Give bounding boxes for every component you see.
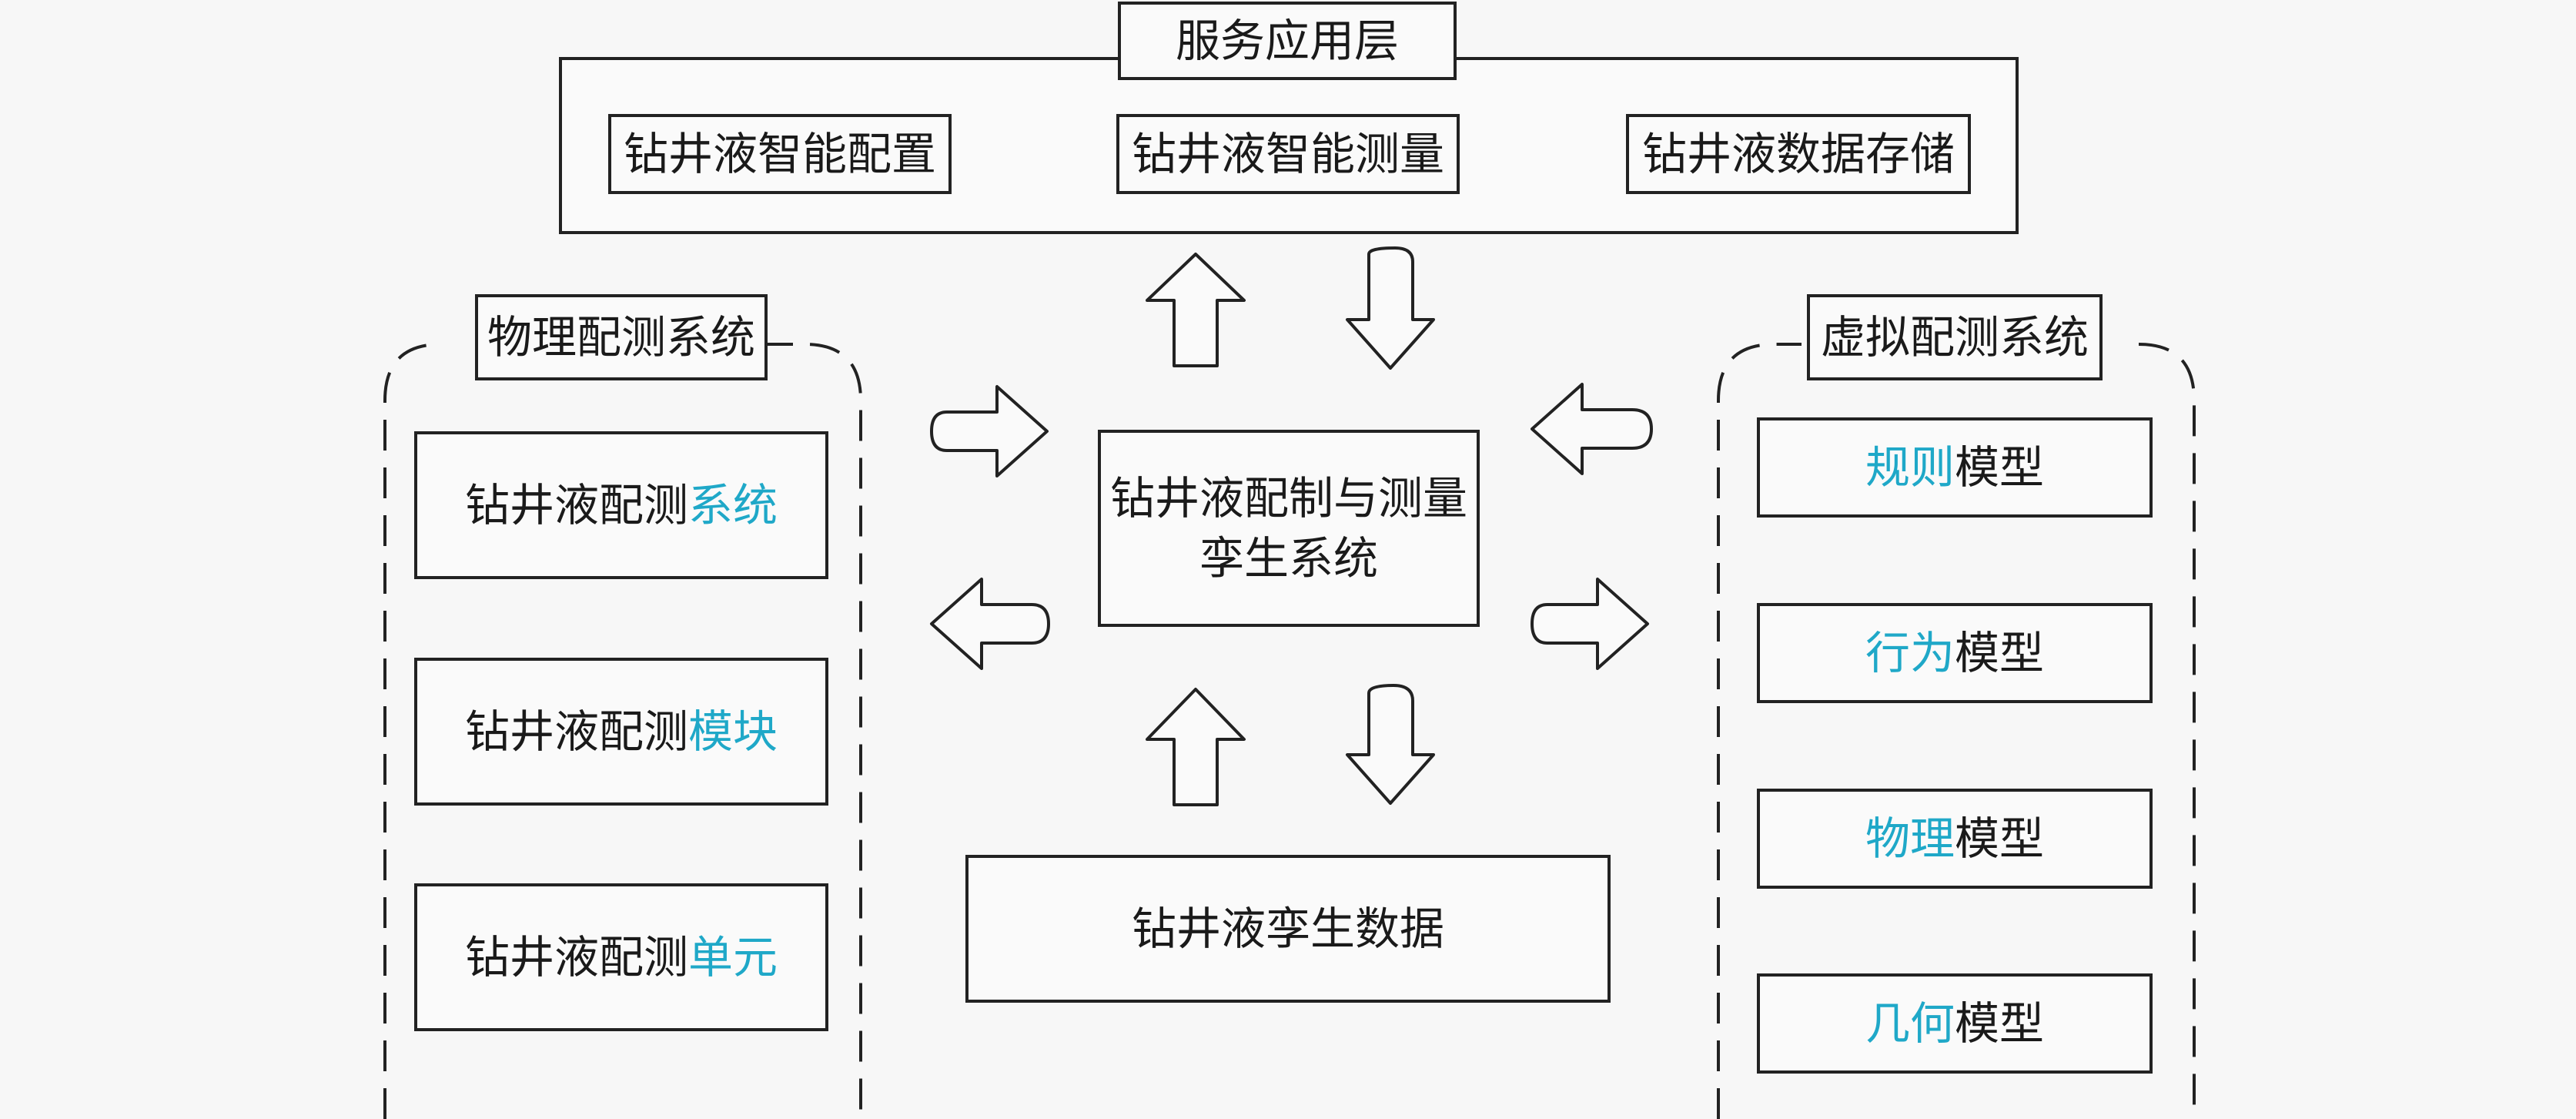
virtual-item-highlight: 几何	[1865, 997, 1955, 1050]
up-arrow-icon	[1146, 688, 1246, 806]
virtual-item-suffix: 模型	[1955, 812, 2045, 865]
virtual-item-suffix: 模型	[1955, 997, 2045, 1050]
center-twin-system: 钻井液配制与测量 孪生系统	[1098, 430, 1480, 627]
up-arrow-icon	[1146, 253, 1246, 367]
left-arrow-icon	[1531, 383, 1653, 475]
service-item-measure: 钻井液智能测量	[1116, 114, 1460, 194]
right-arrow-icon	[1531, 578, 1649, 670]
physical-system-title: 物理配测系统	[475, 294, 768, 380]
virtual-item-highlight: 物理	[1865, 812, 1955, 865]
virtual-item-suffix: 模型	[1955, 441, 2045, 494]
virtual-system-group-outline	[1717, 343, 2196, 1119]
physical-item-unit: 钻井液配测单元	[414, 883, 828, 1031]
service-item-storage: 钻井液数据存储	[1626, 114, 1971, 194]
virtual-item-rule-model: 规则模型	[1757, 417, 2153, 518]
down-arrow-icon	[1346, 684, 1435, 805]
virtual-item-physics-model: 物理模型	[1757, 789, 2153, 889]
physical-item-highlight: 模块	[688, 705, 778, 758]
right-arrow-icon	[930, 385, 1049, 477]
virtual-item-geometry-model: 几何模型	[1757, 973, 2153, 1074]
twin-data-box: 钻井液孪生数据	[965, 855, 1611, 1003]
physical-item-prefix: 钻井液配测	[464, 705, 688, 758]
virtual-item-highlight: 行为	[1865, 626, 1955, 679]
physical-item-module: 钻井液配测模块	[414, 658, 828, 806]
physical-item-prefix: 钻井液配测	[464, 478, 688, 531]
center-twin-system-line2: 孪生系统	[1199, 532, 1378, 585]
physical-item-prefix: 钻井液配测	[464, 930, 688, 983]
virtual-item-suffix: 模型	[1955, 626, 2045, 679]
virtual-item-behavior-model: 行为模型	[1757, 603, 2153, 703]
service-item-config: 钻井液智能配置	[608, 114, 952, 194]
service-layer-title: 服务应用层	[1118, 2, 1457, 80]
physical-item-highlight: 系统	[688, 478, 778, 531]
physical-item-system: 钻井液配测系统	[414, 431, 828, 579]
virtual-system-title: 虚拟配测系统	[1807, 294, 2103, 380]
left-arrow-icon	[930, 578, 1050, 670]
physical-item-highlight: 单元	[688, 930, 778, 983]
virtual-item-highlight: 规则	[1865, 441, 1955, 494]
center-twin-system-line1: 钻井液配制与测量	[1109, 471, 1467, 524]
down-arrow-icon	[1346, 246, 1435, 370]
physical-system-group-outline	[383, 343, 862, 1119]
